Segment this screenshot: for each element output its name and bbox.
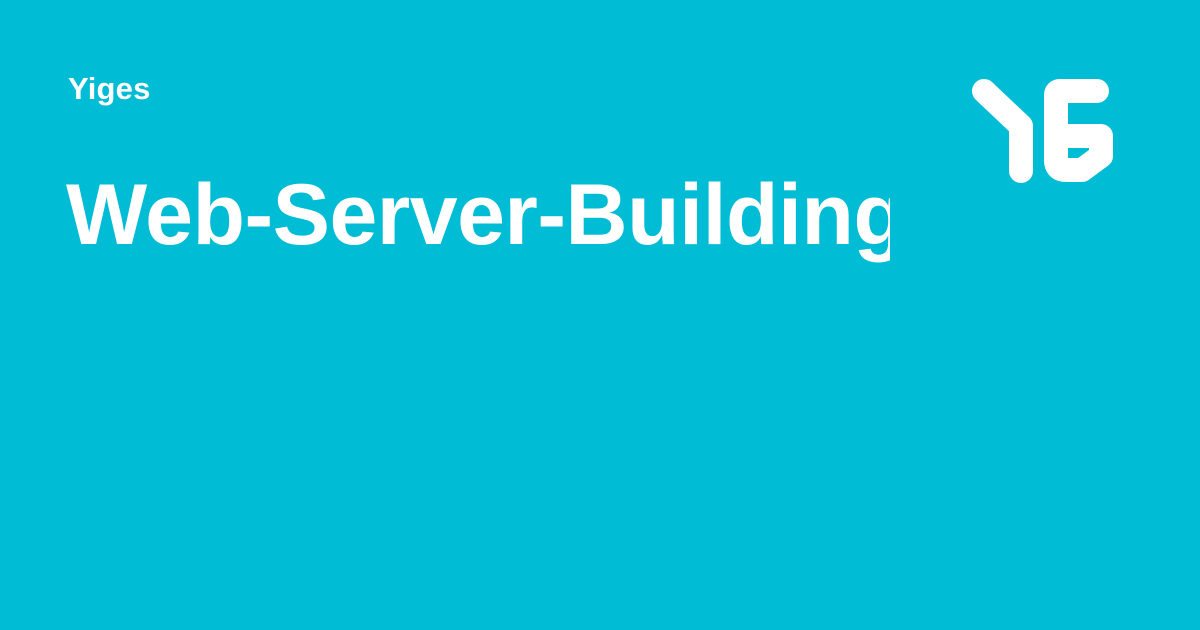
page-title-container: Web-Server-Building bbox=[66, 160, 890, 270]
page-title: Web-Server-Building bbox=[66, 167, 890, 263]
brand-name: Yiges bbox=[68, 71, 151, 106]
yg-monogram-icon bbox=[960, 66, 1130, 196]
